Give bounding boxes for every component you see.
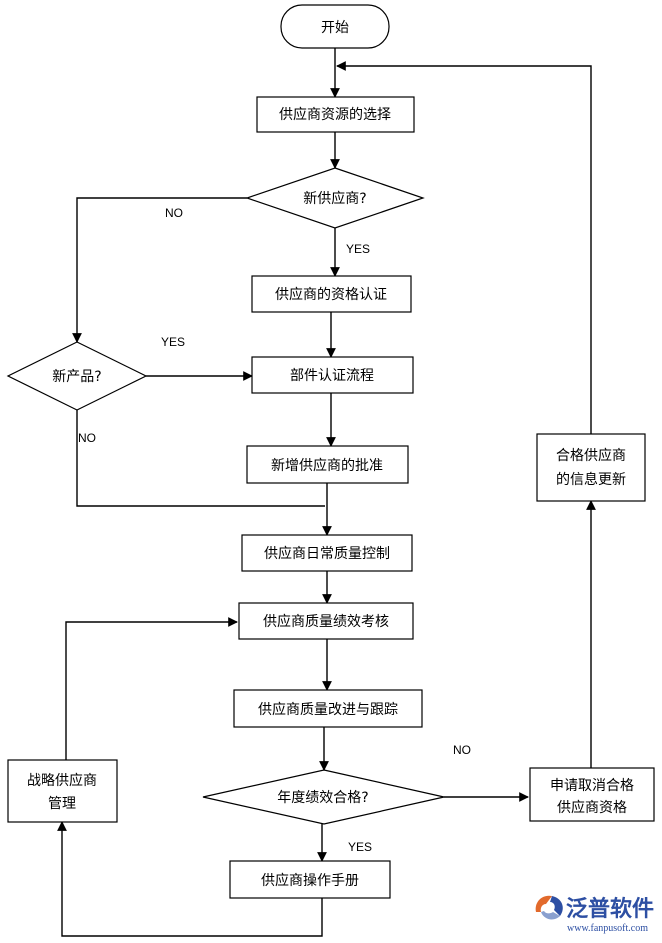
node-manual-label: 供应商操作手册: [261, 872, 359, 889]
node-daily-qc: 供应商日常质量控制: [241, 534, 413, 572]
watermark: 泛普软件 www.fanpusoft.com: [535, 895, 654, 934]
node-approval-label: 新增供应商的批准: [271, 457, 383, 474]
node-daily-qc-label: 供应商日常质量控制: [264, 545, 390, 562]
node-new-supplier-label: 新供应商?: [303, 190, 366, 207]
node-new-product-label: 新产品?: [52, 369, 101, 385]
node-new-product-decision: 新产品?: [6, 341, 148, 411]
node-perf-review: 供应商质量绩效考核: [238, 602, 414, 640]
node-cancel: 申请取消合格 供应商资格: [529, 767, 655, 822]
label-yes-new-supplier: YES: [346, 242, 370, 256]
node-improve-label: 供应商质量改进与跟踪: [258, 701, 398, 718]
node-part-cert-label: 部件认证流程: [290, 368, 374, 384]
node-annual-check-label: 年度绩效合格?: [277, 790, 368, 806]
fanpu-logo-icon: [535, 895, 563, 920]
label-no-annual: NO: [453, 743, 471, 757]
node-improve: 供应商质量改进与跟踪: [233, 689, 423, 728]
node-part-cert: 部件认证流程: [251, 356, 414, 394]
edge-manual-strategic: [57, 821, 323, 937]
node-strategic-label-2: 管理: [48, 796, 76, 812]
node-start-label: 开始: [321, 20, 349, 36]
edge-newsupplier-no-newproduct: [72, 197, 247, 343]
node-info-update-label-2: 的信息更新: [556, 471, 626, 488]
edge-update-select: [336, 61, 592, 434]
node-start: 开始: [280, 4, 390, 49]
edges: [57, 48, 596, 937]
node-new-supplier-decision: 新供应商?: [245, 167, 425, 229]
label-yes-new-product: YES: [161, 335, 185, 349]
node-info-update-label-1: 合格供应商: [556, 447, 626, 464]
node-qualification: 供应商的资格认证: [251, 275, 412, 313]
edge-newproduct-no-merge: [76, 410, 325, 507]
node-cancel-label-1: 申请取消合格: [550, 778, 634, 794]
node-approval: 新增供应商的批准: [246, 445, 409, 484]
node-cancel-label-2: 供应商资格: [557, 799, 627, 816]
node-select: 供应商资源的选择: [256, 96, 415, 133]
edge-strategic-perfreview: [65, 617, 238, 760]
node-info-update: 合格供应商 的信息更新: [536, 433, 646, 502]
label-no-new-supplier: NO: [165, 206, 183, 220]
node-manual: 供应商操作手册: [229, 860, 391, 899]
label-no-new-product: NO: [78, 431, 96, 445]
node-annual-check-decision: 年度绩效合格?: [202, 769, 445, 825]
node-select-label: 供应商资源的选择: [279, 106, 391, 123]
watermark-brand: 泛普软件: [566, 896, 654, 922]
node-strategic-label-1: 战略供应商: [27, 772, 97, 789]
node-strategic: 战略供应商 管理: [7, 759, 118, 823]
node-perf-review-label: 供应商质量绩效考核: [263, 613, 389, 630]
watermark-url: www.fanpusoft.com: [567, 923, 648, 934]
node-qualification-label: 供应商的资格认证: [275, 286, 387, 303]
label-yes-annual: YES: [348, 840, 372, 854]
